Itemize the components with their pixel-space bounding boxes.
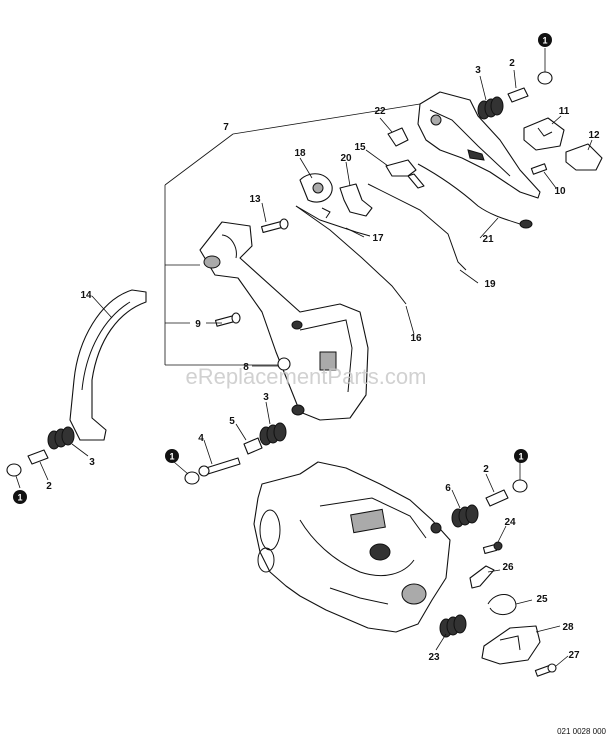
spring-6 — [451, 504, 479, 528]
spring-23 — [439, 614, 467, 638]
watermark: eReplacementParts.com — [186, 364, 427, 389]
handlebar-14 — [69, 289, 147, 441]
svg-text:1: 1 — [518, 452, 523, 462]
callout-6: 6 — [445, 483, 451, 494]
callout-1-left: 1 — [13, 490, 27, 504]
callout-21: 21 — [482, 234, 494, 245]
callout-10: 10 — [554, 186, 566, 197]
nut-1-mid — [184, 471, 200, 485]
nut-1-left — [6, 463, 22, 477]
callout-24: 24 — [504, 517, 516, 528]
leader-lines — [15, 48, 593, 667]
cover-12 — [565, 143, 603, 171]
callout-3-mid: 3 — [263, 392, 269, 403]
rod-17 — [295, 205, 371, 237]
callout-2: 2 — [509, 58, 515, 69]
part-18 — [299, 173, 333, 219]
rod-19 — [367, 183, 467, 271]
callout-5: 5 — [229, 416, 235, 427]
callout-8: 8 — [243, 362, 249, 373]
part-20 — [339, 183, 373, 217]
callout-3: 3 — [475, 65, 481, 76]
bolt-9 — [214, 312, 241, 327]
callout-22: 22 — [374, 106, 386, 117]
callout-3-left: 3 — [89, 457, 95, 468]
screw-27 — [534, 663, 557, 677]
callout-25: 25 — [536, 594, 548, 605]
stud-2-top — [507, 87, 529, 103]
screw-24 — [482, 541, 503, 555]
stud-2-right — [485, 489, 509, 507]
callout-18: 18 — [294, 148, 306, 159]
nut-1-top — [537, 71, 553, 85]
rod-16 — [295, 205, 407, 305]
crankcase-body — [253, 461, 451, 633]
callout-4: 4 — [198, 433, 204, 444]
nut-1-right — [512, 479, 528, 493]
bracket-7 — [164, 103, 421, 366]
stud-2-left — [27, 449, 49, 465]
callout-1: 1 — [538, 33, 552, 47]
callout-28: 28 — [562, 622, 574, 633]
callout-23: 23 — [428, 652, 440, 663]
svg-text:1: 1 — [542, 36, 547, 46]
rear-handle-top — [417, 91, 541, 199]
callout-26: 26 — [502, 562, 514, 573]
callout-13: 13 — [249, 194, 261, 205]
handle-assembly — [199, 221, 369, 421]
callout-19: 19 — [484, 279, 496, 290]
callout-1-mid: 1 — [165, 449, 179, 463]
callout-16: 16 — [410, 333, 422, 344]
callout-9: 9 — [195, 319, 201, 330]
spring-3-left — [47, 426, 75, 450]
bushing-5 — [243, 437, 263, 455]
spring-25 — [487, 594, 517, 615]
part-22 — [387, 127, 409, 147]
cover-28 — [481, 625, 541, 665]
callout-15: 15 — [354, 142, 366, 153]
lever-26 — [469, 565, 495, 589]
callout-2-left: 2 — [46, 481, 52, 492]
callout-14: 14 — [80, 290, 92, 301]
cover-11 — [523, 117, 565, 151]
spring-3-top — [477, 96, 504, 120]
callout-11: 11 — [559, 106, 570, 117]
callout-2-right: 2 — [483, 464, 489, 475]
callout-27: 27 — [568, 650, 580, 661]
callout-12: 12 — [588, 130, 600, 141]
callout-1-right: 1 — [514, 449, 528, 463]
callout-7: 7 — [223, 122, 229, 133]
callout-20: 20 — [340, 153, 352, 164]
svg-text:1: 1 — [17, 493, 22, 503]
bolt-8 — [277, 357, 291, 371]
pin-10 — [530, 163, 548, 175]
bolt-4 — [198, 457, 241, 477]
callouts: 1 2 3 11 12 10 22 7 15 18 20 13 17 21 19… — [13, 33, 600, 663]
svg-text:1: 1 — [169, 452, 174, 462]
bolt-13 — [261, 218, 289, 234]
cable-21 — [417, 163, 533, 229]
drawing-code: 021 0028 000 — [557, 727, 606, 736]
spring-3-mid — [259, 422, 287, 446]
part-15 — [385, 159, 425, 189]
callout-17: 17 — [372, 233, 384, 244]
